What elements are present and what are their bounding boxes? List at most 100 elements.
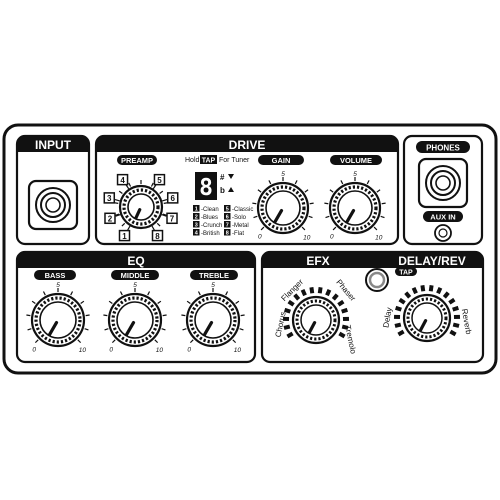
treble-knob-grip bbox=[189, 296, 237, 344]
middle-scale-max: 10 bbox=[156, 347, 164, 354]
treble-tick bbox=[235, 300, 240, 305]
aux-in-label: AUX IN bbox=[430, 213, 455, 222]
bass-scale-mid: 5 bbox=[56, 282, 60, 289]
gain-tick bbox=[260, 226, 265, 231]
preamp-position-box bbox=[103, 192, 116, 204]
tuner-hint-hold: Hold bbox=[185, 157, 200, 164]
bass-pill bbox=[34, 270, 76, 280]
model-number-box bbox=[193, 229, 200, 236]
model-name: -Classic bbox=[232, 207, 253, 213]
volume-tick bbox=[332, 226, 337, 231]
model-number: 4 bbox=[195, 230, 199, 236]
preamp-tick bbox=[128, 182, 132, 187]
gain-knob-pointer bbox=[273, 208, 284, 224]
gain-tick bbox=[301, 226, 306, 231]
display-arrow-up-icon bbox=[228, 187, 234, 192]
volume-tick bbox=[329, 189, 334, 193]
bass-tick bbox=[31, 300, 36, 305]
treble-scale-max: 10 bbox=[234, 347, 242, 354]
gain-tick bbox=[294, 180, 298, 185]
efx-segment bbox=[325, 289, 332, 297]
preamp-knob-pointer bbox=[134, 208, 142, 220]
model-number-box bbox=[224, 213, 231, 220]
bass-tick bbox=[34, 339, 39, 344]
middle-tick bbox=[104, 328, 109, 331]
gain-tick bbox=[268, 180, 272, 185]
preamp-position-tick bbox=[115, 213, 121, 217]
delay-segment bbox=[394, 322, 402, 328]
aux-in-jack-core bbox=[438, 228, 448, 238]
preamp-knob-grip bbox=[122, 188, 160, 226]
delay-segment bbox=[404, 291, 412, 299]
phones-jack[interactable] bbox=[417, 157, 469, 209]
bass-label: BASS bbox=[45, 271, 66, 280]
model-number-box bbox=[224, 229, 231, 236]
efx-knob[interactable] bbox=[282, 287, 350, 345]
delay-knob-grip bbox=[406, 297, 448, 339]
middle-tick bbox=[154, 339, 159, 344]
delay-reverb-knob[interactable] bbox=[393, 285, 461, 343]
tuner-hint-tap: TAP bbox=[202, 158, 216, 165]
preamp-position-box bbox=[118, 229, 131, 242]
tap-button-ring bbox=[368, 271, 386, 289]
efx-segment bbox=[341, 307, 349, 314]
preamp-position-number: 4 bbox=[120, 176, 125, 185]
volume-tick bbox=[380, 215, 385, 219]
treble-tick bbox=[197, 291, 201, 296]
volume-tick bbox=[324, 202, 329, 205]
efx-segment bbox=[293, 293, 301, 301]
middle-tick bbox=[108, 300, 113, 305]
bass-tick bbox=[70, 291, 74, 296]
preamp-position-number: 1 bbox=[122, 232, 127, 241]
gain-tick bbox=[252, 202, 257, 205]
preamp-position-tick bbox=[126, 225, 131, 231]
efx-title: EFX bbox=[306, 254, 329, 268]
delay-segment bbox=[452, 322, 460, 328]
treble-label: TREBLE bbox=[199, 271, 229, 280]
model-number: 3 bbox=[195, 222, 198, 228]
delay-segment bbox=[397, 329, 405, 337]
efx-segment bbox=[286, 331, 294, 339]
middle-tick bbox=[119, 291, 123, 296]
bass-knob-grip bbox=[34, 296, 82, 344]
delay-rev-title: DELAY/REV bbox=[398, 254, 466, 268]
efx-knob-pointer bbox=[307, 321, 317, 334]
efx-segment bbox=[283, 324, 291, 330]
eq-title: EQ bbox=[127, 254, 144, 268]
model-name: -Metal bbox=[232, 223, 249, 229]
efx-segment bbox=[337, 299, 345, 307]
tap-label: TAP bbox=[399, 270, 413, 277]
delay-knob-cap bbox=[411, 302, 443, 334]
preamp-tick bbox=[156, 222, 161, 227]
middle-tick bbox=[103, 314, 108, 317]
tuner-hint-for-tuner: For Tuner bbox=[219, 157, 250, 164]
efx-segment bbox=[317, 287, 323, 294]
bass-knob-pointer bbox=[47, 320, 59, 337]
bass-scale-max: 10 bbox=[79, 347, 87, 354]
treble-tick bbox=[181, 314, 186, 317]
preamp-model-list: 1-Clean2-Blues3-Crunch4-British5-Classic… bbox=[193, 205, 253, 237]
phones-pill bbox=[416, 141, 470, 153]
preamp-tick bbox=[115, 213, 120, 216]
gain-knob-grip bbox=[260, 185, 306, 231]
delay-segment bbox=[411, 287, 418, 295]
delay-segment bbox=[449, 329, 457, 337]
model-number: 5 bbox=[226, 206, 229, 212]
middle-tick bbox=[111, 339, 116, 344]
preamp-knob[interactable] bbox=[114, 180, 168, 230]
treble-scale-min: 0 bbox=[187, 346, 191, 353]
efx-segment bbox=[283, 307, 291, 314]
display-screen bbox=[195, 172, 217, 200]
gain-tick bbox=[308, 215, 313, 219]
delay-segment bbox=[448, 297, 456, 305]
efx-knob-cap bbox=[300, 304, 332, 336]
middle-scale-min: 0 bbox=[109, 346, 113, 353]
bass-tick bbox=[27, 328, 32, 331]
display-digit: 8 bbox=[199, 175, 213, 201]
input-jack[interactable] bbox=[27, 179, 79, 231]
